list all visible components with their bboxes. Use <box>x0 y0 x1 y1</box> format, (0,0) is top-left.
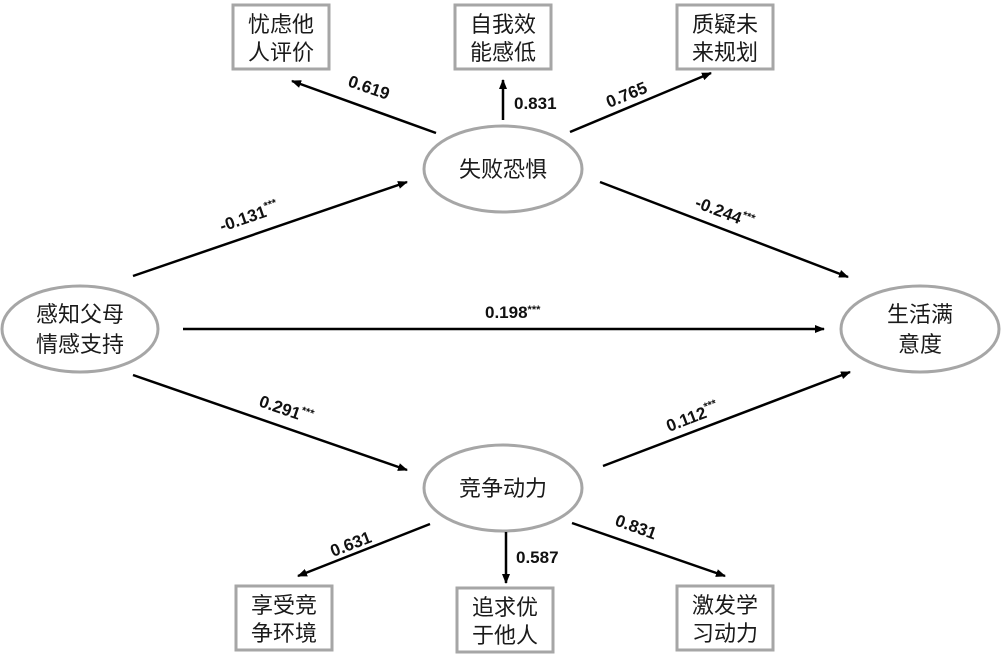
arrow-support-to-drive <box>132 373 408 472</box>
arrow-fear-to-future <box>569 71 712 134</box>
indicator-enjoy-competition: 享受竞 争环境 <box>234 584 334 652</box>
coef-support-to-drive-sig: *** <box>300 405 317 421</box>
svg-text:0.198***: 0.198*** <box>485 303 541 322</box>
coef-support-to-satisfaction-value: 0.198 <box>485 303 528 322</box>
indicator-pursue-line1: 追求优 <box>472 596 538 621</box>
coef-support-to-fear: -0.131*** <box>217 197 282 236</box>
indicator-low-efficacy: 自我效 能感低 <box>453 3 553 71</box>
loading-fear-worry-value: 0.619 <box>346 72 392 104</box>
node-life-satisfaction: 生活满 意度 <box>839 284 1001 374</box>
arrow-fear-to-satisfaction <box>599 180 849 279</box>
arrow-fear-to-worry <box>291 79 437 135</box>
indicator-doubt-line1: 质疑未 <box>692 13 758 38</box>
coef-support-to-satisfaction: 0.198*** <box>485 303 541 322</box>
node-fear-of-failure: 失败恐惧 <box>422 124 584 214</box>
indicator-enjoy-line1: 享受竞 <box>251 594 317 619</box>
node-parent-support-line1: 感知父母 <box>36 303 124 328</box>
indicator-doubt-future: 质疑未 来规划 <box>675 3 775 71</box>
arrow-support-to-fear <box>132 180 408 278</box>
coef-drive-to-satisfaction-sig: *** <box>702 397 719 413</box>
coef-fear-to-satisfaction: -0.244*** <box>693 192 758 233</box>
node-parent-support: 感知父母 情感支持 <box>0 284 160 374</box>
coef-fear-to-satisfaction-value: -0.244 <box>693 193 745 228</box>
node-satisfaction-line2: 意度 <box>898 333 942 358</box>
indicator-worry-evaluation: 忧虑他 人评价 <box>231 3 331 71</box>
indicator-doubt-line2: 来规划 <box>692 41 758 66</box>
coef-support-to-fear-sig: *** <box>262 197 279 213</box>
svg-text:-0.244***: -0.244*** <box>693 192 758 233</box>
svg-text:-0.131***: -0.131*** <box>217 197 282 236</box>
coef-support-to-drive: 0.291*** <box>257 391 317 428</box>
loading-fear-future-value: 0.765 <box>603 78 650 112</box>
indicator-motivate-line1: 激发学 <box>692 594 758 619</box>
svg-text:0.291***: 0.291*** <box>257 391 317 428</box>
arrow-drive-to-motivate <box>571 521 726 578</box>
loading-fear-future: 0.765 <box>603 78 650 112</box>
indicator-pursue-excellence: 追求优 于他人 <box>455 586 555 654</box>
arrow-drive-to-satisfaction <box>602 370 851 468</box>
loading-fear-efficacy-value: 0.831 <box>514 94 557 113</box>
indicator-efficacy-line2: 能感低 <box>470 41 536 66</box>
arrow-drive-to-enjoy <box>297 522 431 578</box>
indicator-worry-line1: 忧虑他 <box>248 13 314 38</box>
coef-drive-to-satisfaction-value: 0.112 <box>664 403 710 436</box>
indicator-motivate-line2: 习动力 <box>692 622 758 647</box>
node-drive-label: 竞争动力 <box>459 477 547 502</box>
indicator-efficacy-line1: 自我效 <box>470 13 536 38</box>
node-satisfaction-line1: 生活满 <box>887 303 953 328</box>
node-competitive-drive: 竞争动力 <box>422 443 584 533</box>
coef-support-to-drive-value: 0.291 <box>257 392 303 424</box>
coef-fear-to-satisfaction-sig: *** <box>740 209 757 225</box>
node-parent-support-line2: 情感支持 <box>36 333 124 358</box>
coef-support-to-satisfaction-sig: *** <box>528 304 542 316</box>
indicator-motivate-learning: 激发学 习动力 <box>675 584 775 652</box>
svg-text:0.112***: 0.112*** <box>663 397 722 435</box>
loading-fear-worry: 0.619 <box>346 72 392 104</box>
indicator-worry-line2: 人评价 <box>248 41 314 66</box>
node-fear-label: 失败恐惧 <box>459 158 547 183</box>
indicator-enjoy-line2: 争环境 <box>251 622 317 647</box>
indicator-pursue-line2: 于他人 <box>472 624 538 649</box>
coef-drive-to-satisfaction: 0.112*** <box>663 397 722 435</box>
loading-drive-pursue-value: 0.587 <box>516 548 559 567</box>
